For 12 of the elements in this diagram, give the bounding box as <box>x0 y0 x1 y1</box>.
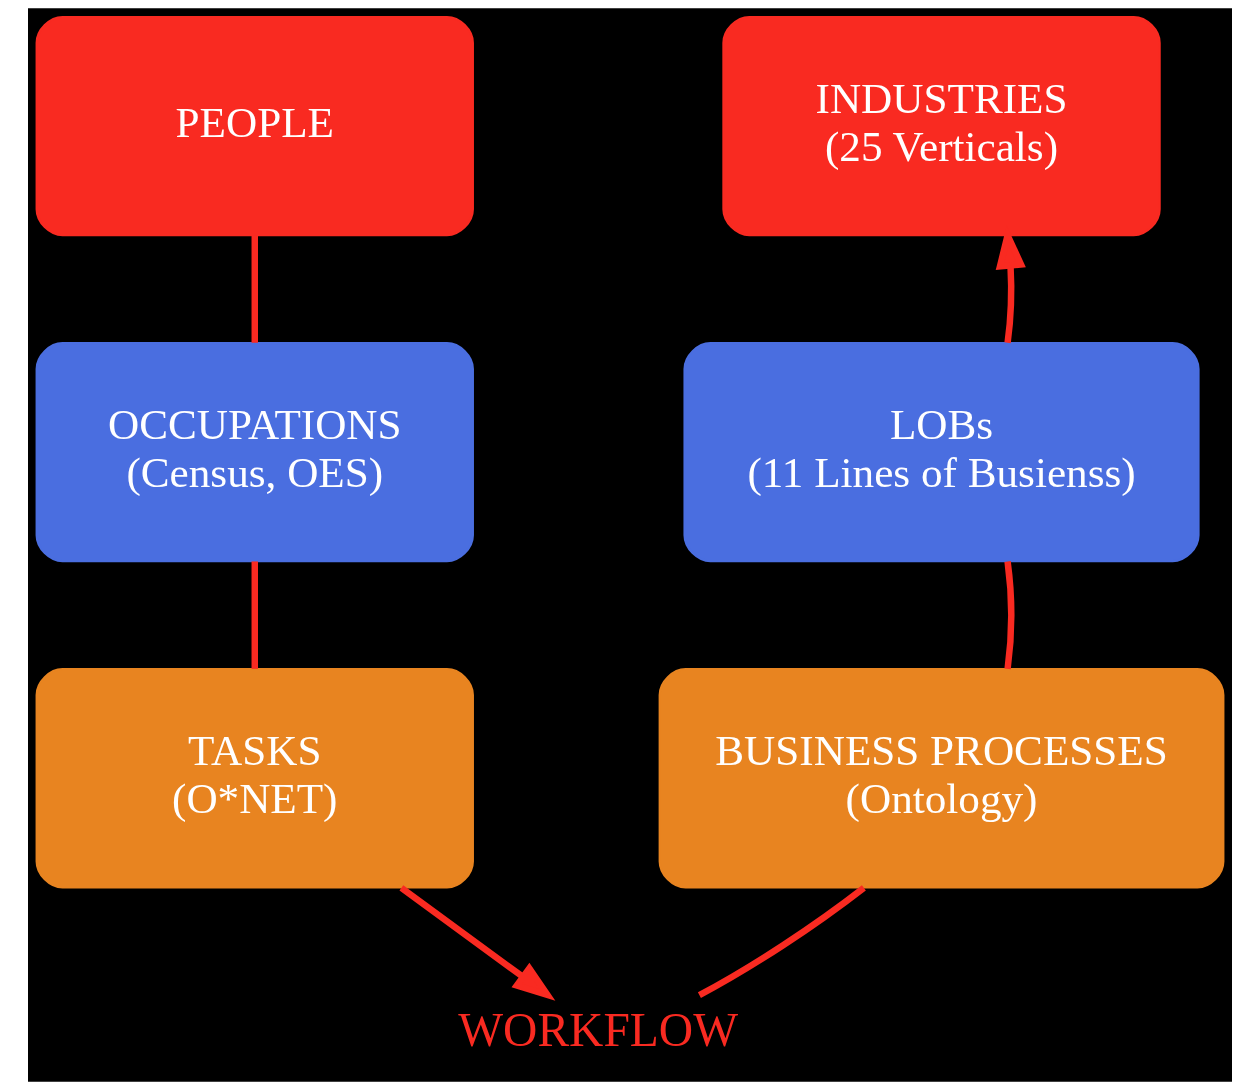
node-box: TASKS (O*NET) <box>35 668 474 889</box>
node-box: OCCUPATIONS (Census, OES) <box>35 342 474 563</box>
node-box: BUSINESS PROCESSES (Ontology) <box>658 668 1225 889</box>
connector <box>251 235 258 343</box>
node-box: PEOPLE <box>35 15 474 237</box>
node-text: WORKFLOW <box>458 1004 738 1057</box>
node-box: INDUSTRIES (25 Verticals) <box>722 15 1161 237</box>
connector <box>697 885 866 998</box>
connector <box>1004 561 1015 670</box>
node-box: LOBs (11 Lines of Busienss) <box>683 342 1200 563</box>
arrow <box>399 885 556 1001</box>
connector <box>251 561 258 669</box>
